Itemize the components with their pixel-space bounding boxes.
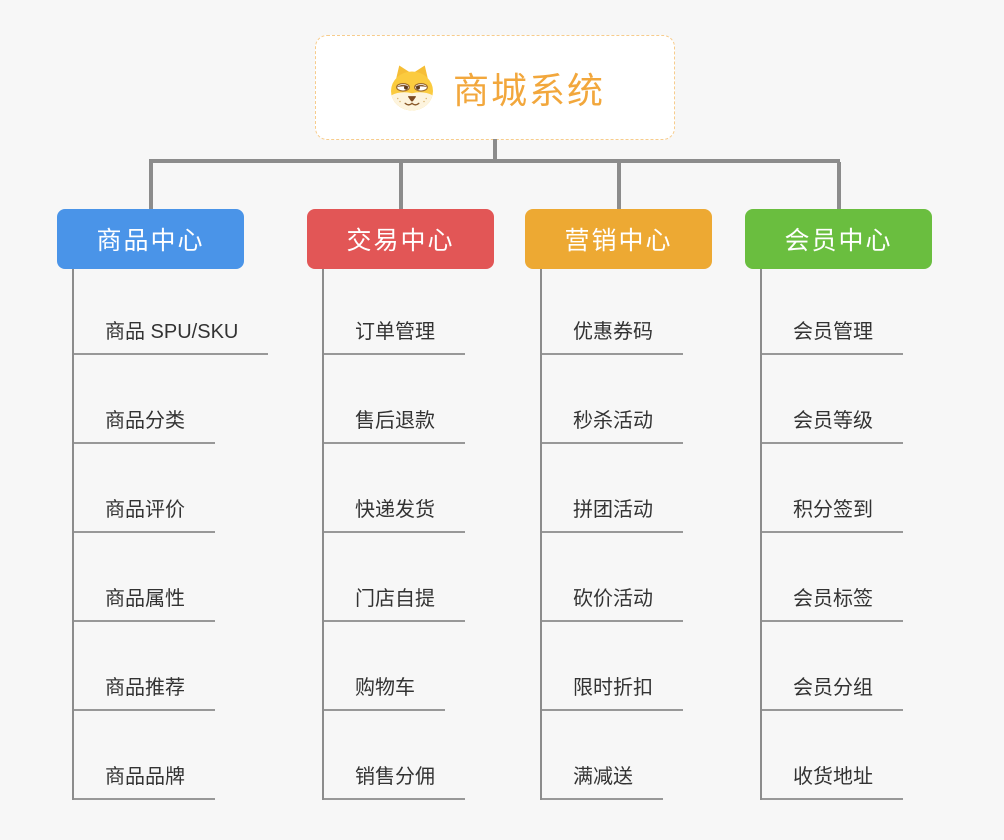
connector-branch-spine (760, 269, 762, 800)
dog-ear-left (396, 65, 410, 78)
leaf-item[interactable]: 会员分组 (760, 677, 903, 711)
connector-drop-1 (149, 162, 153, 210)
leaf-item[interactable]: 积分签到 (760, 499, 903, 533)
branch-node-marketing[interactable]: 营销中心 (525, 209, 712, 269)
connector-drop-3 (617, 162, 621, 210)
leaf-item[interactable]: 会员管理 (760, 321, 903, 355)
leaf-item[interactable]: 售后退款 (322, 410, 465, 444)
leaf-item[interactable]: 秒杀活动 (540, 410, 683, 444)
dog-ear-right (414, 65, 428, 78)
leaf-item[interactable]: 会员标签 (760, 588, 903, 622)
leaf-item[interactable]: 商品属性 (72, 588, 215, 622)
leaf-item[interactable]: 购物车 (322, 677, 445, 711)
leaf-item[interactable]: 优惠券码 (540, 321, 683, 355)
connector-rail (149, 159, 840, 163)
leaf-item[interactable]: 销售分佣 (322, 766, 465, 800)
connector-branch-spine (322, 269, 324, 800)
leaf-item[interactable]: 拼团活动 (540, 499, 683, 533)
leaf-item[interactable]: 会员等级 (760, 410, 903, 444)
leaf-item[interactable]: 商品品牌 (72, 766, 215, 800)
branch-node-trade[interactable]: 交易中心 (307, 209, 494, 269)
connector-drop-2 (399, 162, 403, 210)
connector-branch-spine (540, 269, 542, 800)
leaf-item[interactable]: 订单管理 (322, 321, 465, 355)
leaf-item[interactable]: 商品评价 (72, 499, 215, 533)
leaf-item[interactable]: 限时折扣 (540, 677, 683, 711)
leaf-item[interactable]: 快递发货 (322, 499, 465, 533)
leaf-item[interactable]: 商品推荐 (72, 677, 215, 711)
connector-root-stub (493, 139, 497, 162)
branch-node-goods[interactable]: 商品中心 (57, 209, 244, 269)
leaf-item[interactable]: 商品分类 (72, 410, 215, 444)
leaf-item[interactable]: 砍价活动 (540, 588, 683, 622)
branch-node-member[interactable]: 会员中心 (745, 209, 932, 269)
leaf-item[interactable]: 满减送 (540, 766, 663, 800)
connector-drop-4 (837, 162, 841, 210)
dog-face-icon (385, 63, 439, 113)
leaf-item[interactable]: 收货地址 (760, 766, 903, 800)
leaf-item[interactable]: 门店自提 (322, 588, 465, 622)
root-node[interactable]: 商城系统 (315, 35, 675, 140)
connector-branch-spine (72, 269, 74, 800)
root-title: 商城系统 (452, 69, 605, 111)
leaf-item[interactable]: 商品 SPU/SKU (72, 321, 269, 355)
